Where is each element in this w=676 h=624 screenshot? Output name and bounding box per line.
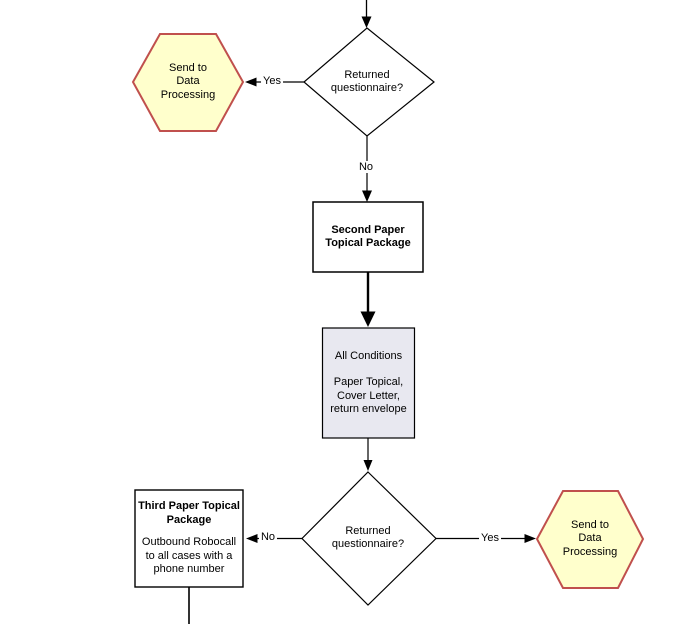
- terminator-right-shape: [535, 490, 645, 589]
- connector-yes-bottom: [436, 534, 536, 543]
- decision-top-shape: [303, 27, 435, 137]
- decision-bottom-shape: [301, 471, 437, 606]
- conditions-shape: [321, 327, 416, 439]
- connector-second-to-conditions: [360, 272, 376, 327]
- process-second-shape: [312, 201, 424, 273]
- process-third-shape: [134, 489, 244, 588]
- connector-no-top: [362, 136, 372, 202]
- connector-yes-top: [245, 77, 304, 87]
- connector-conditions-to-decision: [363, 438, 373, 471]
- connector-entry-top: [361, 0, 372, 28]
- terminator-left-shape: [131, 33, 245, 132]
- connector-no-bottom: [246, 534, 302, 543]
